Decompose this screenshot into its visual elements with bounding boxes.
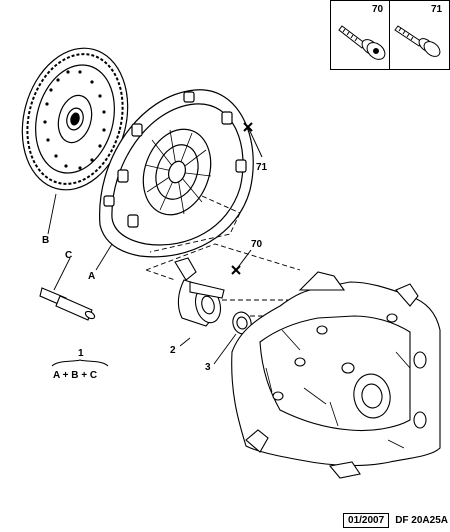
footer: 01/2007 DF 20A25A [343,513,448,528]
label-disc: B [42,235,49,246]
callout-70-marker [231,249,252,275]
label-bolt-70: 70 [372,4,384,15]
clutch-disc [21,47,129,191]
label-callout-70: 70 [251,239,263,250]
gearbox-housing [231,271,441,479]
callout-71-marker [243,122,263,158]
bolt-70-drawing [338,25,386,60]
label-kit-number: 1 [78,348,84,359]
label-cover: A [88,271,95,282]
label-tool: C [65,250,72,261]
label-bolt-71: 71 [431,4,443,15]
label-bearing: 2 [170,345,176,356]
label-callout-71: 71 [256,162,268,173]
footer-reference: DF 20A25A [395,515,448,526]
alignment-tool [39,287,96,321]
label-kit-formula: A + B + C [53,370,97,381]
gearbox-ribs [265,329,411,449]
kit-brace [51,359,109,367]
fastener-inset-divider [389,0,391,70]
clutch-cover [99,89,254,258]
label-seal: 3 [205,362,211,373]
footer-date: 01/2007 [343,513,390,528]
leader-lines [47,193,237,365]
bolt-71-drawing [394,25,441,57]
release-bearing [174,257,225,327]
